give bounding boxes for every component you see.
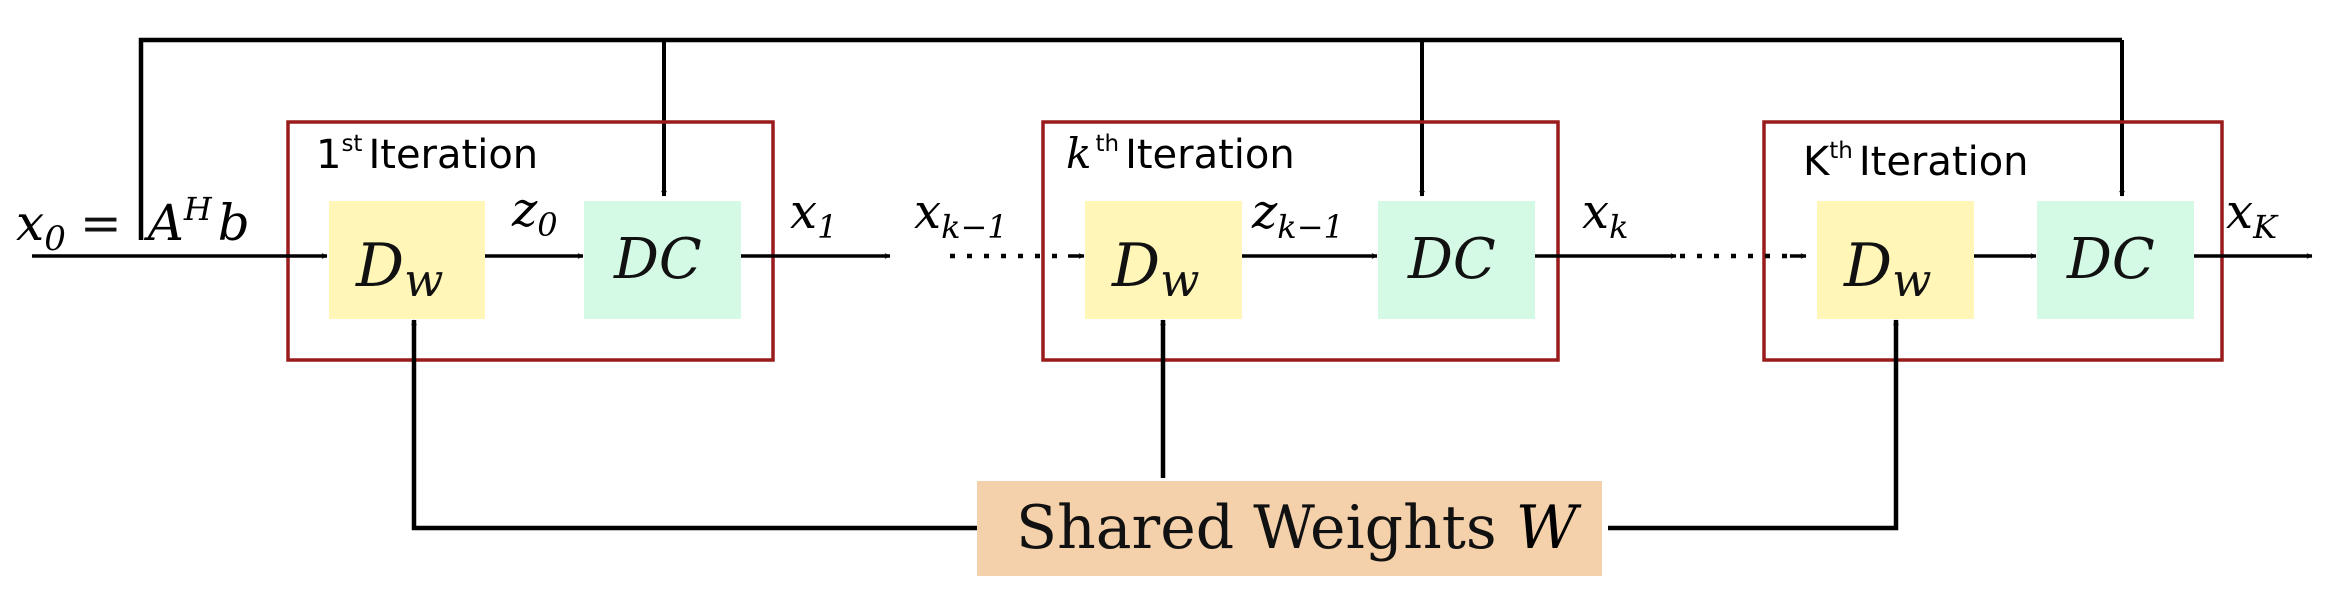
x1-label: x1: [790, 184, 837, 246]
denoiser-1-box: [329, 201, 485, 319]
zk-1-label: zk−1: [1251, 184, 1344, 246]
z0-label: z0: [511, 182, 558, 244]
denoiser-K-box: [1817, 201, 1974, 319]
dc-K-box: [2037, 201, 2194, 319]
dc-1-label: DC: [613, 227, 702, 292]
denoiser-k-box: [1085, 201, 1242, 319]
dc-1-box: [584, 201, 741, 319]
denoiser-K-label: Dw: [1843, 231, 1931, 307]
shared-weights-label: Shared Weights W: [1016, 493, 1582, 563]
xk-1-label: xk−1: [914, 184, 1008, 246]
shared-weights-box: [977, 481, 1602, 576]
weights-link-K: [1608, 319, 1899, 531]
dc-k-box: [1378, 201, 1535, 319]
denoiser-k-label: Dw: [1111, 231, 1199, 307]
dc-K-label: DC: [2066, 227, 2155, 292]
denoiser-1-label: Dw: [355, 231, 443, 307]
iteration-1-frame: [286, 120, 775, 362]
input-feedback-line: [138, 37, 2122, 240]
xK-label: xK: [2226, 184, 2279, 246]
weights-link-1: [411, 319, 978, 531]
iteration-K-frame: [1762, 120, 2224, 362]
xk-label: xk: [1582, 184, 1628, 246]
iteration-k-frame: [1041, 120, 1560, 362]
dc-k-label: DC: [1407, 227, 1496, 292]
